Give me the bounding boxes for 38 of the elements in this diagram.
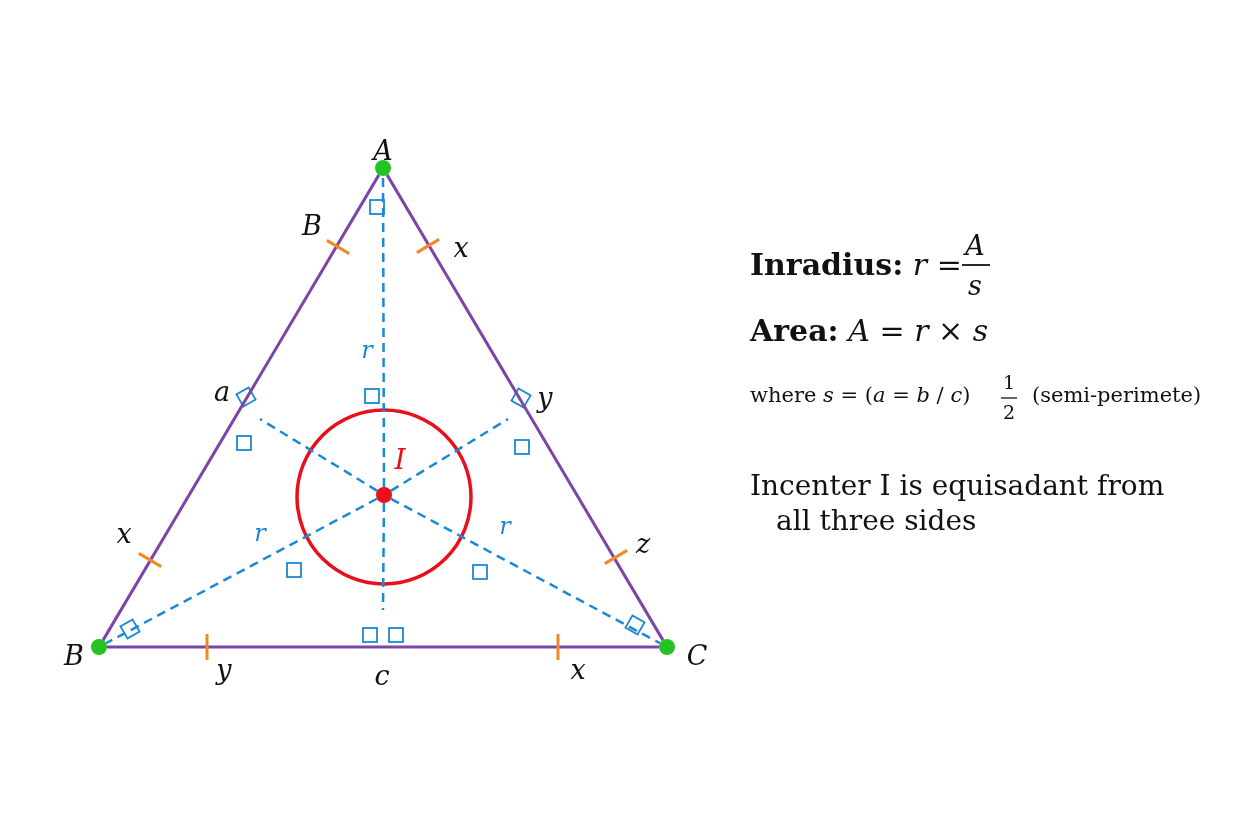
vertex-point [659, 639, 675, 655]
triangle-side [101, 174, 381, 641]
radius-line [105, 497, 378, 645]
fraction-numerator: A [965, 232, 985, 259]
side-label: a [213, 378, 231, 405]
radius-line [390, 497, 661, 645]
triangle-side [385, 174, 665, 641]
incenter-point [376, 487, 392, 503]
segment-label: z [635, 530, 651, 557]
fraction-denominator: 2 [1002, 403, 1016, 422]
vertex-label: B [64, 642, 84, 669]
radius-label: r [499, 514, 511, 538]
segment-label: y [537, 384, 553, 411]
segment-label: y [216, 656, 232, 683]
side-label: B [302, 212, 322, 239]
fraction-numerator: 1 [1002, 373, 1016, 392]
formula-text: Area: A = r × s [750, 316, 989, 346]
radius-line [381, 503, 386, 610]
triangle-side [107, 645, 659, 649]
vertex-label: A [373, 137, 393, 164]
fraction-denominator: s [968, 272, 982, 299]
formula-text: (semi-perimete) [1032, 385, 1202, 406]
vertex-point [375, 160, 391, 176]
radius-label: r [254, 521, 266, 545]
formula-text: Inradius: r = [750, 250, 962, 280]
vertex-point [91, 639, 107, 655]
formula-text: where s = (a = b / c) [750, 385, 971, 406]
center-label: I [394, 446, 406, 474]
radius-line [381, 176, 386, 487]
radius-line [259, 417, 378, 492]
radius-label: r [361, 338, 373, 362]
note-text: Incenter I is equisadant from all three sides [750, 468, 1166, 538]
segment-label: x [116, 520, 132, 547]
vertex-label: C [686, 642, 708, 669]
side-label: c [374, 662, 390, 689]
segment-label: x [570, 656, 586, 683]
segment-label: x [453, 234, 469, 261]
radius-line [390, 417, 509, 492]
